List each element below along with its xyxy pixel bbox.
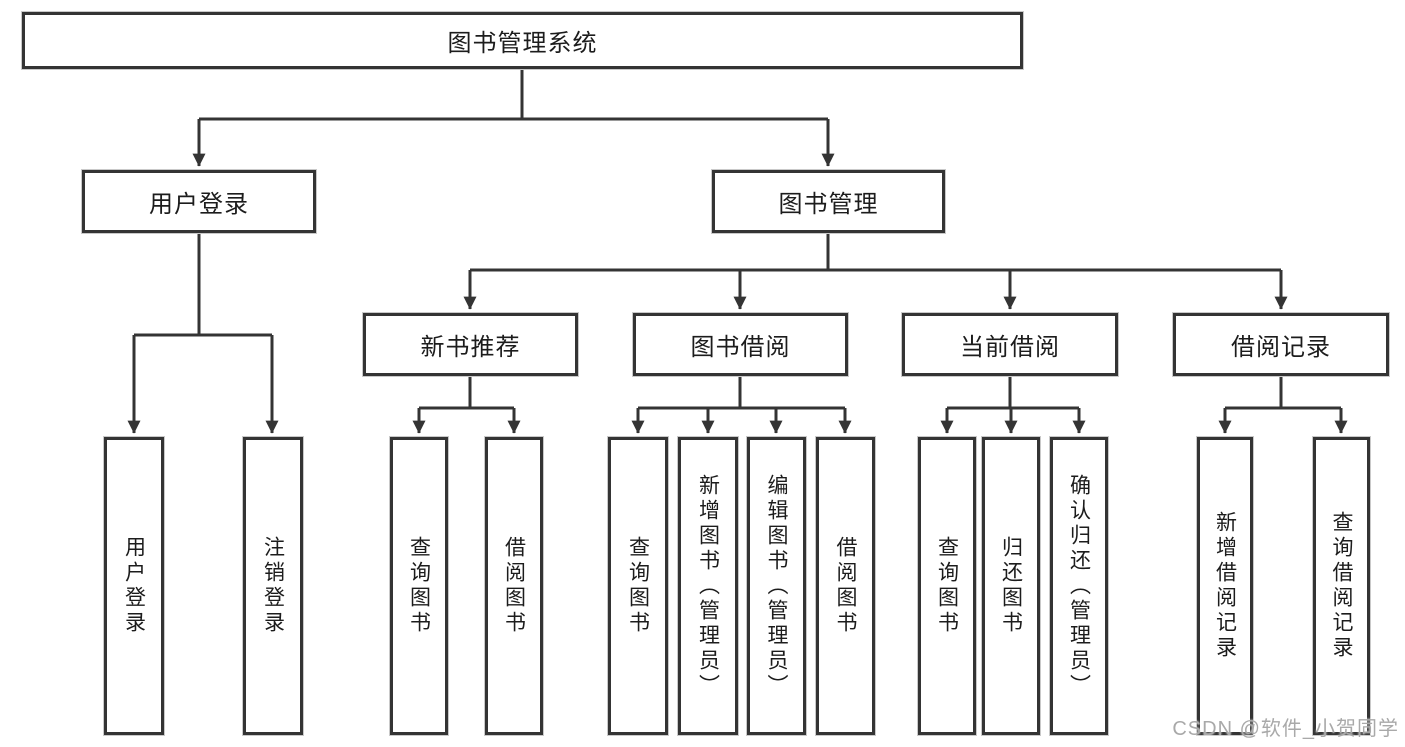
leaf-borrow-books-borrowing: 借阅图书 [816, 437, 875, 735]
node-borrowing-records: 借阅记录 [1173, 313, 1389, 376]
node-book-borrowing: 图书借阅 [633, 313, 848, 376]
leaf-confirm-return-admin: 确认归还（管理员） [1050, 437, 1108, 735]
node-library-management-system: 图书管理系统 [22, 12, 1023, 69]
node-current-borrowing: 当前借阅 [902, 313, 1118, 376]
leaf-return-books: 归还图书 [982, 437, 1040, 735]
node-user-login: 用户登录 [82, 170, 316, 233]
leaf-search-books-recommend: 查询图书 [390, 437, 448, 735]
leaf-search-books-current: 查询图书 [918, 437, 976, 735]
node-book-management: 图书管理 [712, 170, 945, 233]
leaf-add-books-admin: 新增图书（管理员） [678, 437, 738, 735]
leaf-edit-books-admin: 编辑图书（管理员） [747, 437, 806, 735]
leaf-borrow-books-recommend: 借阅图书 [485, 437, 543, 735]
leaf-search-books-borrowing: 查询图书 [608, 437, 668, 735]
leaf-search-borrow-record: 查询借阅记录 [1313, 437, 1370, 735]
leaf-user-login: 用户登录 [104, 437, 164, 735]
watermark: CSDN @软件_小贺同学 [1172, 718, 1399, 740]
leaf-logout: 注销登录 [243, 437, 303, 735]
node-new-book-recommendation: 新书推荐 [363, 313, 578, 376]
leaf-add-borrow-record: 新增借阅记录 [1197, 437, 1253, 735]
